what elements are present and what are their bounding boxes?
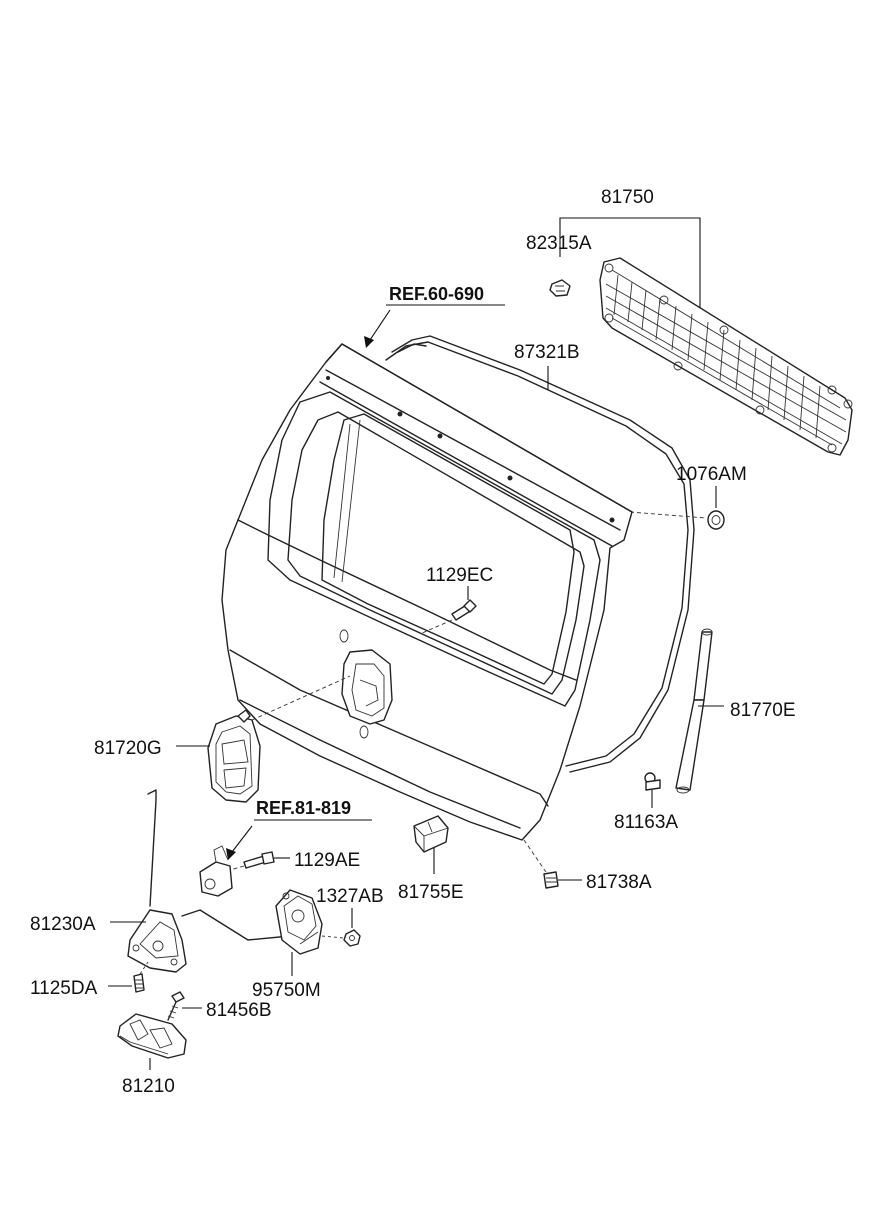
screw-1125DA[interactable] — [133, 961, 149, 993]
weatherstrip-87321B[interactable] — [385, 335, 695, 773]
label-95750M: 95750M — [252, 980, 321, 1001]
actuator-95750M[interactable] — [275, 889, 323, 955]
latch-81230A[interactable] — [127, 789, 187, 973]
leader-81750 — [559, 217, 701, 308]
label-81210: 81210 — [122, 1076, 175, 1097]
grommet-1076AM[interactable] — [707, 510, 725, 530]
label-1129AE: 1129AE — [294, 850, 360, 871]
label-81230A: 81230A — [30, 914, 96, 935]
label-87321B: 87321B — [514, 342, 580, 363]
clip-82315A[interactable] — [549, 279, 571, 297]
striker-81210[interactable] — [117, 1013, 187, 1059]
outside-handle-81720G[interactable] — [207, 675, 351, 803]
label-81738A: 81738A — [586, 872, 652, 893]
label-1125DA: 1125DA — [30, 978, 98, 999]
label-1129EC: 1129EC — [426, 565, 493, 586]
label-82315A: 82315A — [526, 233, 592, 254]
bumper-stop-81738A[interactable] — [523, 839, 559, 889]
bolt-1129EC[interactable] — [419, 599, 477, 635]
label-81770E: 81770E — [730, 700, 796, 721]
label-81755E: 81755E — [398, 882, 464, 903]
ref-81-819-label[interactable]: REF.81-819 — [256, 798, 351, 818]
lock-cylinder-bracket[interactable] — [199, 845, 233, 897]
ref-81-819-callout — [226, 819, 372, 860]
label-81750: 81750 — [601, 187, 654, 208]
latch-actuator-rod — [181, 909, 291, 941]
tailgate-panel[interactable] — [221, 343, 633, 841]
ref-60-690-label[interactable]: REF.60-690 — [389, 284, 484, 304]
screw-81456B[interactable] — [167, 991, 185, 1021]
license-lamp-81755E[interactable] — [413, 815, 449, 853]
nut-1327AB[interactable] — [321, 929, 361, 947]
tailgate-upper-trim-81750[interactable] — [599, 257, 853, 456]
label-1327AB: 1327AB — [316, 886, 384, 907]
ball-stud-81163A[interactable] — [644, 772, 661, 791]
gas-strut-81770E[interactable] — [675, 628, 713, 794]
bolt-1129AE[interactable] — [229, 851, 275, 871]
label-81456B: 81456B — [206, 1000, 272, 1021]
label-81163A: 81163A — [614, 812, 678, 833]
label-1076AM: 1076AM — [676, 464, 747, 485]
label-81720G: 81720G — [94, 738, 162, 759]
ref-60-690-callout — [364, 304, 505, 348]
